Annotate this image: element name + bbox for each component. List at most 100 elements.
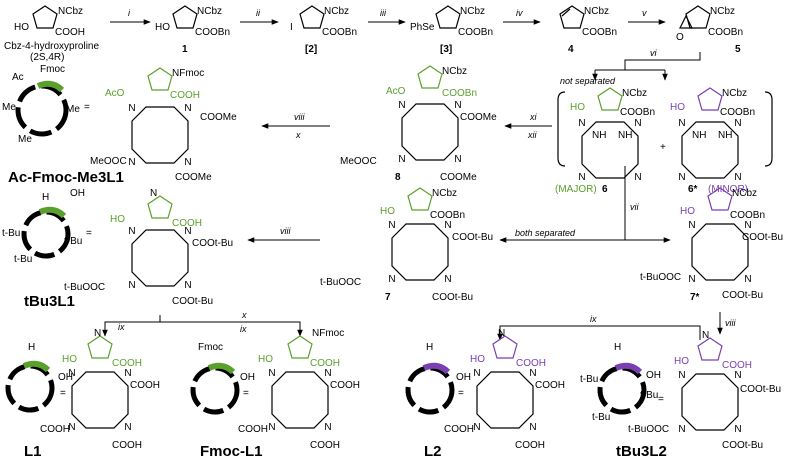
start-ncbz: NCbz <box>58 6 83 17</box>
equals-2: = <box>86 228 92 239</box>
arrow-x-ix-fmoc <box>160 321 303 337</box>
compound-7star-label: 7* <box>690 292 700 303</box>
compound-5: NCbz O COOBn 5 <box>676 5 743 55</box>
start-material-name: Cbz-4-hydroxyproline <box>4 41 99 52</box>
start-ho: HO <box>14 22 29 33</box>
svg-text:COOH: COOH <box>310 358 340 369</box>
compound-6star-label: 6* <box>688 184 698 195</box>
svg-text:NFmoc: NFmoc <box>312 328 344 339</box>
svg-text:t-Bu: t-Bu <box>2 228 20 239</box>
compound-4-label: 4 <box>568 44 574 55</box>
svg-text:COOMe: COOMe <box>440 172 477 183</box>
step-i: i <box>128 8 131 18</box>
compound-8-label: 8 <box>395 172 401 183</box>
svg-text:H: H <box>42 192 49 203</box>
equals-3: = <box>60 388 66 399</box>
svg-text:PhSe: PhSe <box>410 22 435 33</box>
step-viii-c: viii <box>725 318 736 328</box>
step-v: v <box>642 8 647 18</box>
svg-text:HO: HO <box>680 206 695 217</box>
svg-text:AcO: AcO <box>105 88 125 99</box>
svg-text:N: N <box>150 188 157 199</box>
svg-text:MeOOC: MeOOC <box>340 156 377 167</box>
compound-3-label: [3] <box>440 44 452 55</box>
svg-text:COOH: COOH <box>112 358 142 369</box>
svg-text:COOBn: COOBn <box>458 27 493 38</box>
svg-text:COOH: COOH <box>238 424 268 435</box>
svg-text:Me: Me <box>2 102 16 113</box>
compound-6: NCbz HO COOBn NH NH <box>570 87 655 184</box>
svg-text:H: H <box>614 342 621 353</box>
svg-text:N: N <box>94 328 101 339</box>
svg-text:COOMe: COOMe <box>200 112 237 123</box>
equals-1: = <box>84 102 90 113</box>
svg-text:COOt-Bu: COOt-Bu <box>742 232 783 243</box>
l2: H OH = N HO COOH COOH COOH COOH L2 <box>405 328 565 460</box>
l1-label: L1 <box>24 443 42 460</box>
compound-3: NCbz PhSe COOBn [3] <box>410 5 493 55</box>
svg-text:O: O <box>676 32 684 43</box>
compound-1: NCbz HO COOBn 1 <box>155 5 230 55</box>
step-ix-b: ix <box>240 324 247 334</box>
step-x-a: x <box>295 130 301 140</box>
tbu3l2: H OH t-Bu t-Bu t-Bu = N HO COOH COOt-Bu … <box>580 330 781 460</box>
svg-text:HO: HO <box>470 354 485 365</box>
svg-text:OH: OH <box>70 188 85 199</box>
tbu3l1: H OH t-Bu t-Bu t-Bu = N HO COOH COOt-Bu … <box>2 188 233 310</box>
svg-text:Ac: Ac <box>12 72 24 83</box>
step-iii: iii <box>380 8 387 18</box>
svg-text:Fmoc: Fmoc <box>198 342 223 353</box>
compound-2-label: [2] <box>305 44 317 55</box>
arrow-ix-l1 <box>102 315 161 337</box>
equals-6: = <box>658 394 664 405</box>
svg-text:COOBn: COOBn <box>708 27 743 38</box>
svg-text:OH: OH <box>58 372 73 383</box>
svg-text:I: I <box>290 22 293 33</box>
step-ix-a: ix <box>118 322 125 332</box>
svg-text:AcO: AcO <box>386 86 406 97</box>
svg-text:COOBn: COOBn <box>195 27 230 38</box>
svg-text:COOBn: COOBn <box>430 210 465 221</box>
svg-text:t-Bu: t-Bu <box>580 374 598 385</box>
svg-text:H: H <box>28 342 35 353</box>
step-ix-c: ix <box>590 314 597 324</box>
minor-label: (MINOR) <box>708 184 748 195</box>
compound-8: NCbz AcO COOBn COOMe MeOOC COOMe 8 <box>340 65 497 183</box>
svg-text:t-Bu: t-Bu <box>592 412 610 423</box>
svg-text:NCbz: NCbz <box>710 6 735 17</box>
svg-text:COOt-Bu: COOt-Bu <box>192 238 233 249</box>
svg-text:HO: HO <box>258 354 273 365</box>
ac-fmoc-me3l1: Ac Fmoc Me Me Me = NFmoc AcO COOH COOMe … <box>2 64 237 186</box>
step-x-b: x <box>241 310 247 320</box>
fmoc-l1: Fmoc OH = NFmoc HO COOH COOH COOH COOH F… <box>190 328 360 460</box>
step-ii: ii <box>256 8 261 18</box>
svg-text:NCbz: NCbz <box>432 188 457 199</box>
svg-text:NCbz: NCbz <box>584 6 609 17</box>
svg-text:HO: HO <box>380 206 395 217</box>
svg-text:NH: NH <box>592 130 606 141</box>
plus-sign: + <box>660 142 666 153</box>
svg-text:HO: HO <box>110 214 125 225</box>
both-separated-label: both separated <box>515 228 576 238</box>
svg-text:COOMe: COOMe <box>460 112 497 123</box>
compound-2: NCbz I COOBn [2] <box>290 5 357 55</box>
compound-5-label: 5 <box>735 44 741 55</box>
compound-7-star: NCbz HO COOBn COOt-Bu t-BuOOC COOt-Bu 7* <box>640 187 783 303</box>
svg-text:COOBn: COOBn <box>442 88 477 99</box>
svg-text:COOt-Bu: COOt-Bu <box>722 290 763 301</box>
svg-text:COOH: COOH <box>172 218 202 229</box>
svg-text:t-Bu: t-Bu <box>14 254 32 265</box>
svg-text:COOBn: COOBn <box>730 210 765 221</box>
step-xii: xii <box>527 130 537 140</box>
svg-text:N: N <box>498 328 505 339</box>
equals-4: = <box>243 388 249 399</box>
svg-text:NH: NH <box>618 130 632 141</box>
svg-text:COOt-Bu: COOt-Bu <box>452 232 493 243</box>
svg-text:NCbz: NCbz <box>442 66 467 77</box>
svg-text:HO: HO <box>62 354 77 365</box>
svg-text:COOt-Bu: COOt-Bu <box>432 292 473 303</box>
svg-text:COOH: COOH <box>535 380 565 391</box>
svg-text:t-BuOOC: t-BuOOC <box>64 282 105 293</box>
step-xi: xi <box>529 112 538 122</box>
svg-text:NCbz: NCbz <box>197 6 222 17</box>
